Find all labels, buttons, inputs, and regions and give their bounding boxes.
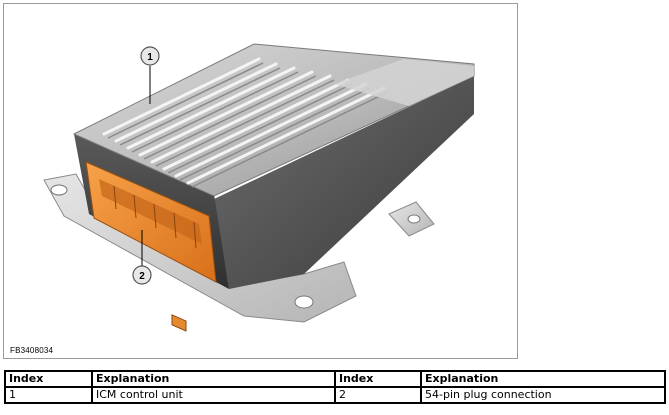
cooling-fin-shadows — [107, 62, 389, 188]
callout-1-label: 1 — [147, 52, 153, 63]
housing-side — [214, 76, 474, 289]
figure-code: FB3408034 — [10, 346, 54, 355]
header-index-2: Index — [334, 370, 422, 388]
cell-index-1: 1 — [4, 386, 93, 404]
mounting-hole-left — [50, 184, 68, 196]
54-pin-plug-connector — [85, 161, 217, 332]
cell-explanation-1: ICM control unit — [91, 386, 336, 404]
callout-2: 2 — [132, 230, 152, 285]
cell-index-2: 2 — [334, 386, 422, 404]
cell-explanation-2: 54-pin plug connection — [420, 386, 666, 404]
callout-1: 1 — [140, 46, 160, 104]
mounting-hole-right — [294, 295, 314, 309]
icm-control-unit-illustration: 1 2 — [43, 43, 475, 332]
legend-table: Index Explanation Index Explanation 1 IC… — [4, 370, 666, 404]
header-explanation-2: Explanation — [420, 370, 666, 388]
legend-header-row: Index Explanation Index Explanation — [4, 370, 666, 388]
header-explanation-1: Explanation — [91, 370, 336, 388]
callout-2-label: 2 — [139, 271, 145, 282]
mounting-plate — [43, 173, 435, 323]
figure-frame: 1 2 FB3408034 — [3, 3, 518, 359]
table-row: 1 ICM control unit 2 54-pin plug connect… — [4, 386, 666, 404]
cooling-fins — [102, 57, 386, 185]
label-area — [334, 59, 474, 106]
header-index-1: Index — [4, 370, 93, 388]
